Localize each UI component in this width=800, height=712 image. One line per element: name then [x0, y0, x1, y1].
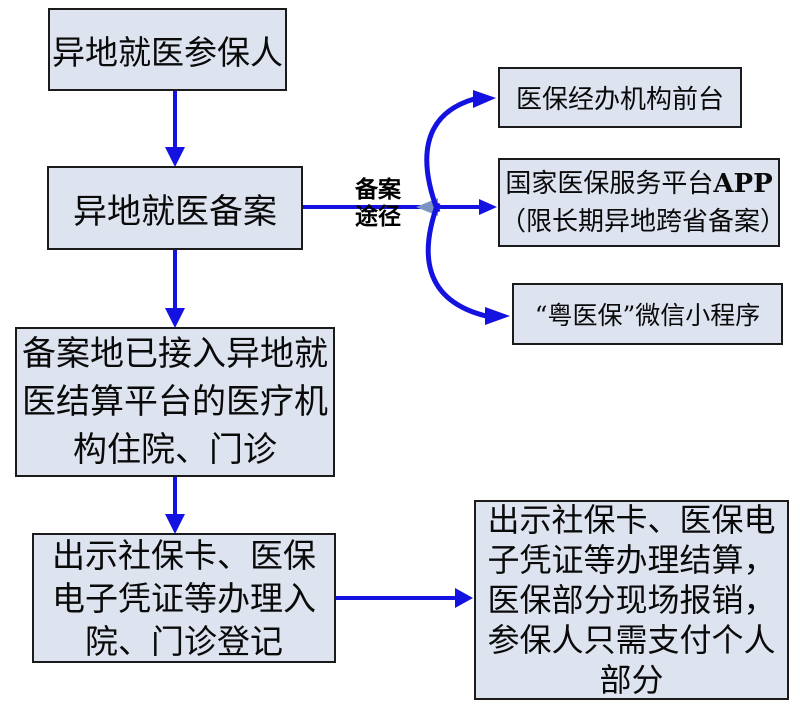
arrow-participant-to-filing: [165, 91, 185, 167]
node-settlement: 出示社保卡、医保电 子凭证等办理结算， 医保部分现场报销， 参保人只需支付个人 …: [474, 500, 789, 700]
node-channel-front-desk: 医保经办机构前台: [498, 67, 742, 128]
app-line1: 国家医保服务平台APP: [505, 165, 772, 203]
arrow-branch-to-wechat: [425, 202, 510, 325]
arrow-branch-to-front-desk: [424, 90, 496, 213]
arrow-filing-to-app: [303, 199, 497, 215]
edge-label-filing-channels: 备案 途径: [355, 177, 401, 230]
arrow-filing-to-platform: [165, 250, 185, 328]
node-filing: 异地就医备案: [47, 166, 303, 250]
arrow-platform-to-registration: [165, 477, 185, 534]
app-line1-cn: 国家医保服务平台: [505, 168, 714, 199]
node-registration: 出示社保卡、医保 电子凭证等办理入 院、门诊登记: [32, 533, 336, 663]
node-channel-wechat-miniprogram: “粤医保”微信小程序: [512, 283, 783, 345]
app-line1-en: APP: [713, 168, 773, 199]
app-line2: （限长期异地跨省备案）: [500, 206, 787, 237]
node-platform-admission: 备案地已接入异地就 医结算平台的医疗机 构住院、门诊: [15, 327, 335, 477]
arrow-registration-to-settlement: [336, 588, 473, 608]
node-participant: 异地就医参保人: [48, 8, 287, 91]
node-channel-national-app: 国家医保服务平台APP （限长期异地跨省备案）: [498, 158, 787, 247]
